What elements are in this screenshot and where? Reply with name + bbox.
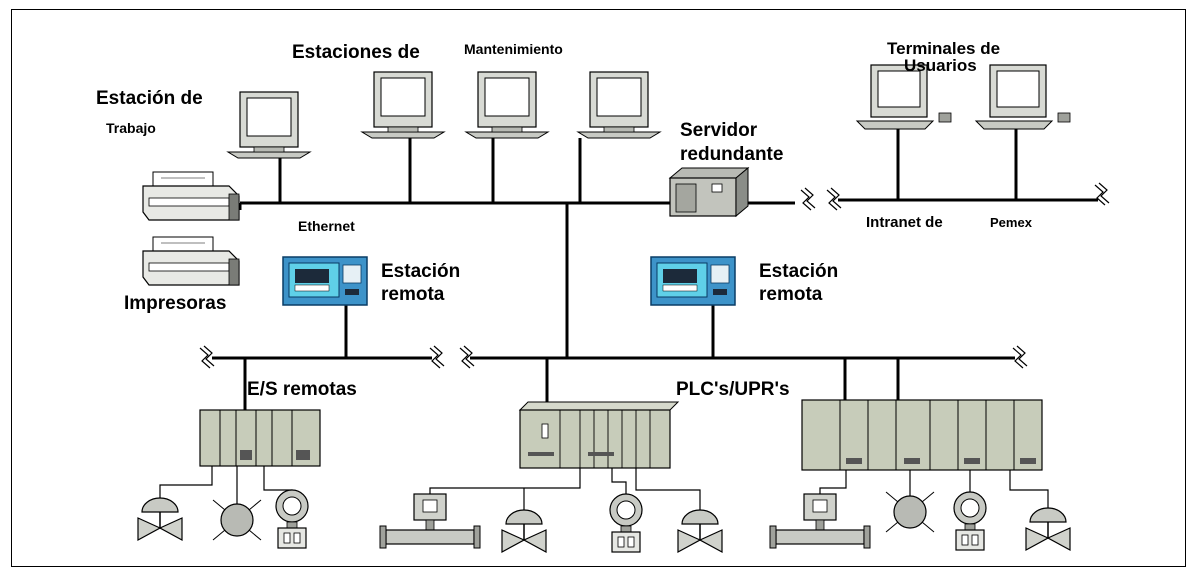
label-remota-2: remota <box>759 284 823 305</box>
sensor-ball-icon <box>212 499 262 541</box>
flow-meter-icon <box>769 493 871 549</box>
label-usuarios: Usuarios <box>904 56 977 75</box>
flow-meter-icon <box>379 493 481 549</box>
label-es-remotas: E/S remotas <box>247 379 357 400</box>
maintenance-pc-3 <box>577 71 661 139</box>
remote-io-rack <box>199 409 321 467</box>
transmitter-icon <box>953 491 987 551</box>
label-intranet-de: Intranet de <box>866 214 943 231</box>
printer-2 <box>142 236 240 286</box>
label-servidor: Servidor <box>680 120 758 141</box>
plc-rack-1 <box>518 401 680 469</box>
label-remota-1: remota <box>381 284 445 305</box>
maintenance-pc-2 <box>465 71 549 139</box>
valve-icon <box>1025 507 1071 551</box>
sensor-ball-icon <box>885 491 935 533</box>
diagram-border <box>11 9 1186 567</box>
label-redundante: redundante <box>680 144 783 165</box>
label-mantenimiento: Mantenimiento <box>464 41 563 57</box>
transmitter-icon <box>609 493 643 553</box>
maintenance-pc-1 <box>361 71 445 139</box>
label-estacion-de: Estación de <box>96 88 203 109</box>
remote-station-1 <box>282 256 368 306</box>
label-estaciones-de: Estaciones de <box>292 42 420 63</box>
label-impresoras: Impresoras <box>124 293 226 314</box>
valve-icon <box>677 509 723 553</box>
user-terminal-2 <box>975 64 1071 130</box>
label-pemex: Pemex <box>990 215 1033 230</box>
printer-1 <box>142 171 240 221</box>
redundant-server <box>668 166 750 218</box>
label-trabajo: Trabajo <box>106 120 156 136</box>
valve-icon <box>501 509 547 553</box>
workstation-pc <box>227 91 311 159</box>
transmitter-icon <box>275 489 309 549</box>
label-estacion-remota-2: Estación <box>759 261 838 282</box>
valve-icon <box>137 497 183 541</box>
label-terminales-de: Terminales de <box>887 39 1000 58</box>
label-estacion-remota-1: Estación <box>381 261 460 282</box>
label-ethernet: Ethernet <box>298 218 355 234</box>
remote-station-2 <box>650 256 736 306</box>
plc-rack-2 <box>801 399 1043 471</box>
label-plcs-uprs: PLC's/UPR's <box>676 379 790 400</box>
